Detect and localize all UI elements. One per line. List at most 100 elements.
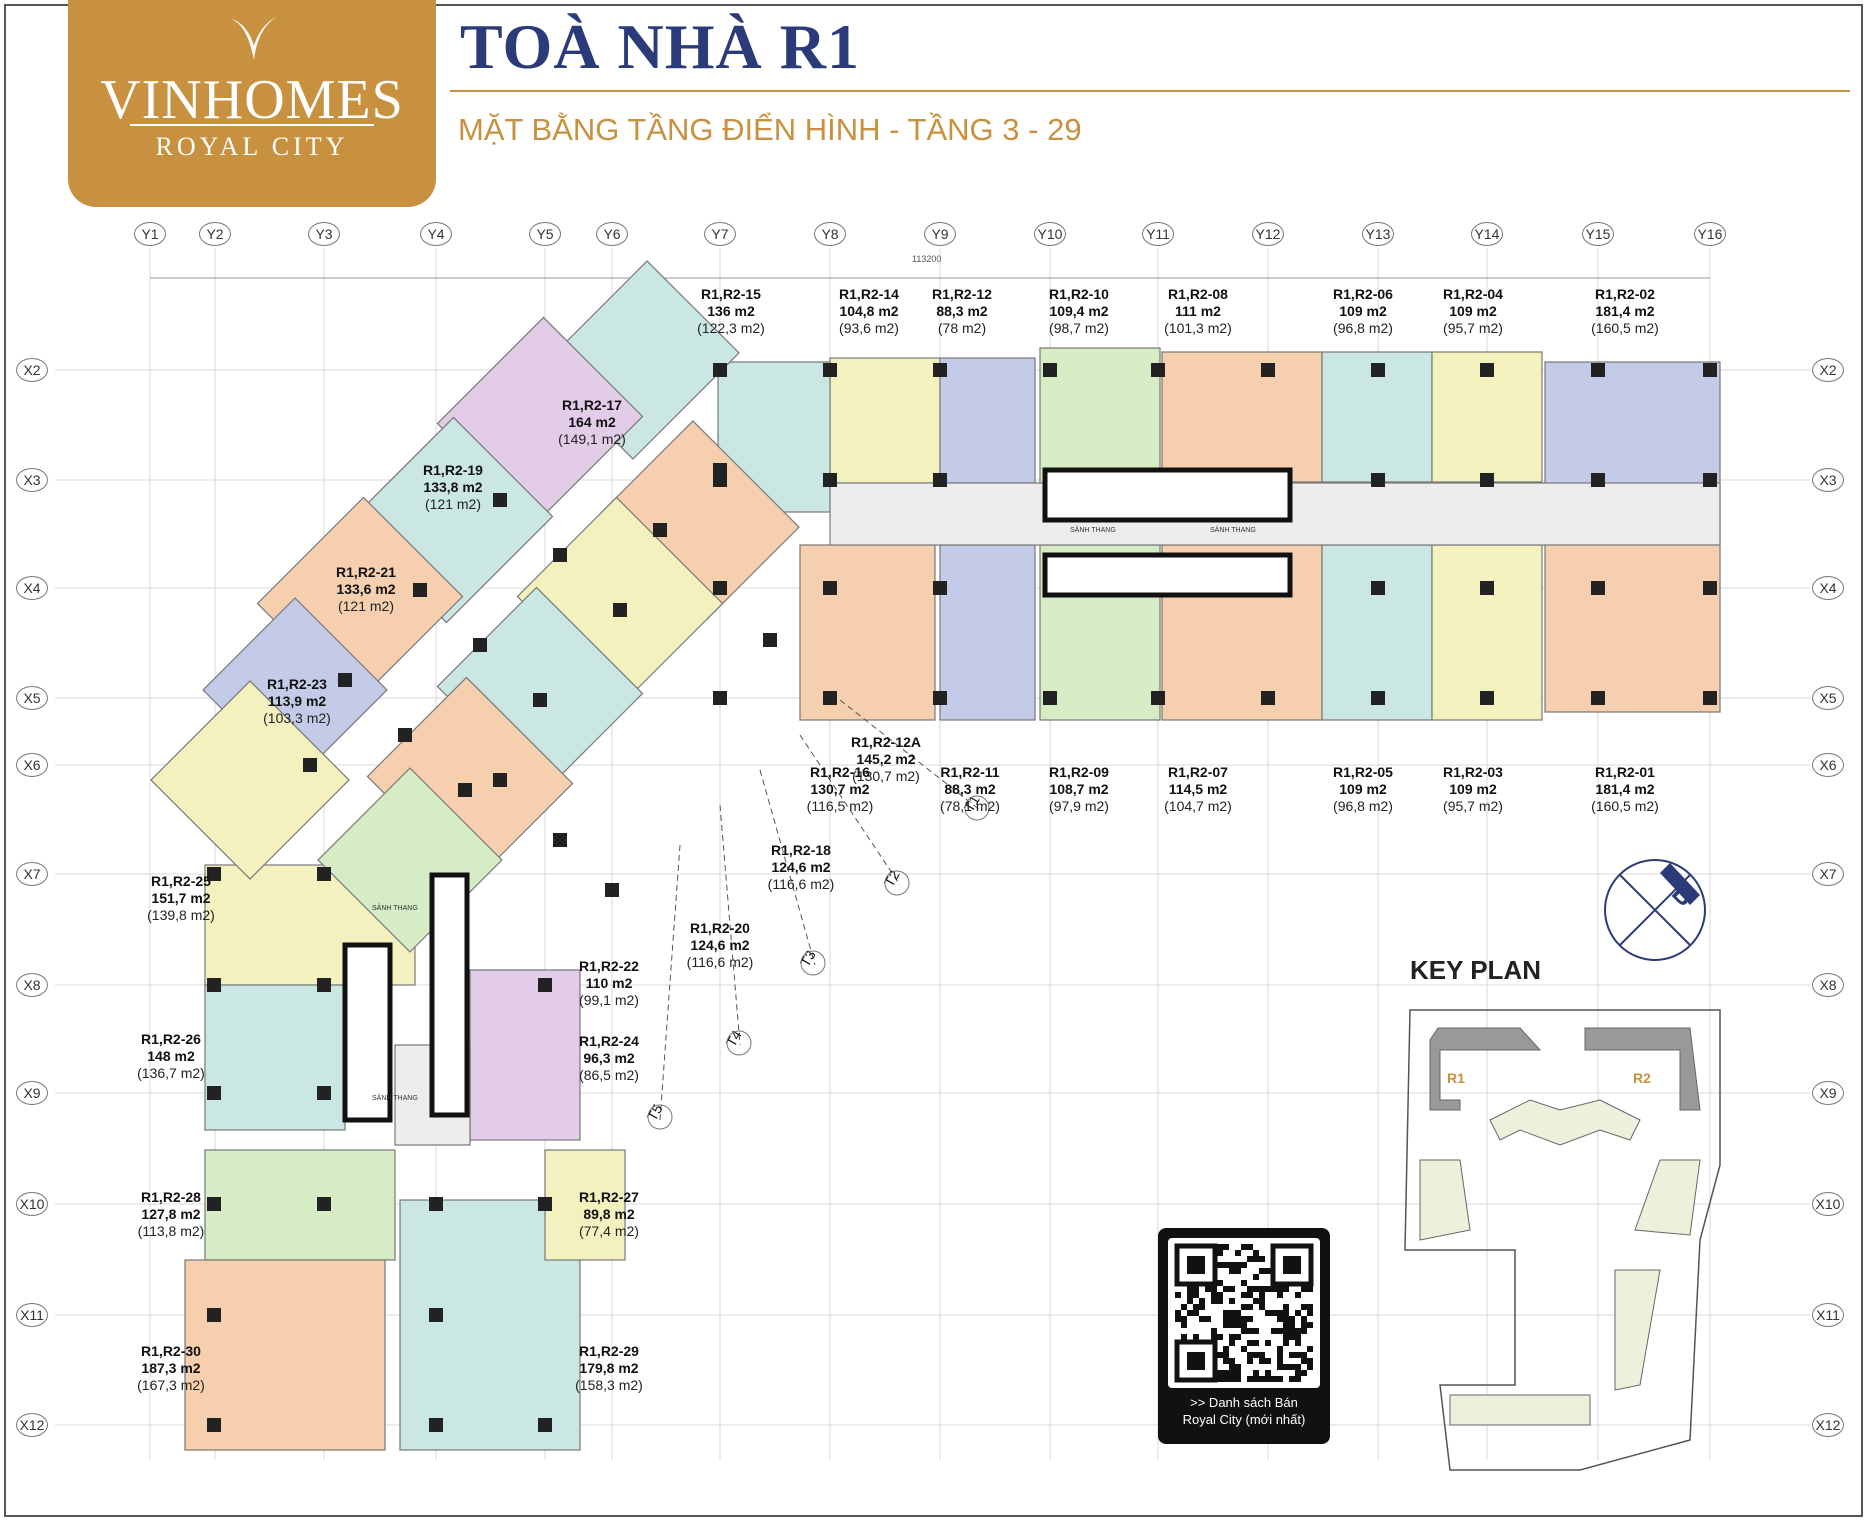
unit-net-area: (160,5 m2): [1591, 320, 1659, 336]
column: [303, 758, 317, 772]
unit-code: R1,R2-27: [579, 1189, 639, 1205]
unit-block: [204, 1149, 396, 1261]
building-r1: [1429, 1027, 1542, 1111]
column: [207, 978, 221, 992]
core-south: [1042, 552, 1293, 598]
section-label-t2: T2: [881, 867, 903, 889]
unit-net-area: (95,7 m2): [1443, 798, 1503, 814]
unit-area: 109 m2: [1449, 303, 1497, 319]
unit-area: 109,4 m2: [1049, 303, 1109, 319]
axis-label-y2: Y2: [199, 222, 231, 246]
column: [538, 978, 552, 992]
column: [207, 867, 221, 881]
building-southeast: [1614, 1269, 1661, 1391]
building-west: [1419, 1159, 1471, 1241]
column: [1480, 691, 1494, 705]
axis-label-y9: Y9: [924, 222, 956, 246]
axis-label-x4-r: X4: [1812, 576, 1844, 600]
lobby-label: SẢNH THANG: [1070, 525, 1116, 534]
unit-net-area: (167,3 m2): [137, 1377, 205, 1393]
unit-area: 151,7 m2: [151, 890, 211, 906]
building-r2: [1584, 1027, 1701, 1111]
unit-block: [939, 357, 1036, 484]
unit-area: 104,8 m2: [839, 303, 899, 319]
page-title: TOÀ NHÀ R1: [460, 11, 860, 82]
column: [1043, 363, 1057, 377]
axis-label-y5: Y5: [529, 222, 561, 246]
unit-area: 109 m2: [1449, 781, 1497, 797]
column: [1043, 691, 1057, 705]
column: [933, 581, 947, 595]
unit-code: R1,R2-12A: [850, 734, 922, 750]
axis-label-y12: Y12: [1252, 222, 1284, 246]
unit-code: R1,R2-18: [771, 842, 831, 858]
column: [1371, 581, 1385, 595]
section-label-t5: T5: [644, 1101, 666, 1123]
column: [933, 363, 947, 377]
axis-label-x6-r: X6: [1812, 753, 1844, 777]
column: [1703, 363, 1717, 377]
unit-area: 148 m2: [147, 1048, 195, 1064]
column: [823, 581, 837, 595]
unit-net-area: (130,7 m2): [852, 768, 920, 784]
unit-block: [1321, 544, 1433, 721]
column: [207, 1197, 221, 1211]
unit-net-area: (116,6 m2): [767, 876, 835, 892]
key-plan-drawing: [1404, 1009, 1721, 1471]
logo-divider: [130, 124, 374, 126]
column: [553, 548, 567, 562]
column: [653, 523, 667, 537]
axis-label-x2-l: X2: [16, 358, 48, 382]
core-west: [342, 942, 393, 1123]
unit-code: R1,R2-17: [562, 397, 622, 413]
building-south: [1449, 1394, 1591, 1426]
axis-label-x11-r: X11: [1812, 1303, 1844, 1327]
axis-label-x3-l: X3: [16, 468, 48, 492]
column: [429, 1418, 443, 1432]
key-plan-r1: R1: [1447, 1070, 1465, 1086]
unit-net-area: (113,8 m2): [137, 1223, 205, 1239]
unit-code: R1,R2-11: [940, 764, 1000, 780]
unit-block: [204, 984, 346, 1131]
axis-label-x8-l: X8: [16, 973, 48, 997]
column: [317, 1086, 331, 1100]
unit-code: R1,R2-15: [701, 286, 761, 302]
unit-area: 108,7 m2: [1049, 781, 1109, 797]
unit-net-area: (78 m2): [937, 320, 987, 336]
unit-code: R1,R2-08: [1168, 286, 1228, 302]
qr-card[interactable]: >> Danh sách Bán Royal City (mới nhất): [1158, 1228, 1330, 1444]
unit-area: 133,8 m2: [423, 479, 483, 495]
column: [1480, 473, 1494, 487]
section-line: [719, 804, 741, 1046]
column: [493, 493, 507, 507]
column: [1371, 363, 1385, 377]
unit-area: 164 m2: [568, 414, 616, 430]
column: [763, 633, 777, 647]
unit-code: R1,R2-26: [141, 1031, 201, 1047]
unit-area: 110 m2: [585, 975, 633, 991]
column: [1703, 473, 1717, 487]
unit-code: R1,R2-29: [579, 1343, 639, 1359]
unit-code: R1,R2-12: [932, 286, 992, 302]
unit-net-area: (93,6 m2): [839, 320, 899, 336]
logo-sub: ROYAL CITY: [155, 132, 349, 161]
unit-code: R1,R2-03: [1443, 764, 1503, 780]
column: [823, 473, 837, 487]
axis-label-y3: Y3: [308, 222, 340, 246]
unit-block: [939, 544, 1036, 721]
unit-area: 130,7 m2: [810, 781, 870, 797]
axis-label-x2-r: X2: [1812, 358, 1844, 382]
column: [1591, 581, 1605, 595]
column: [493, 773, 507, 787]
unit-area: 89,8 m2: [583, 1206, 635, 1222]
